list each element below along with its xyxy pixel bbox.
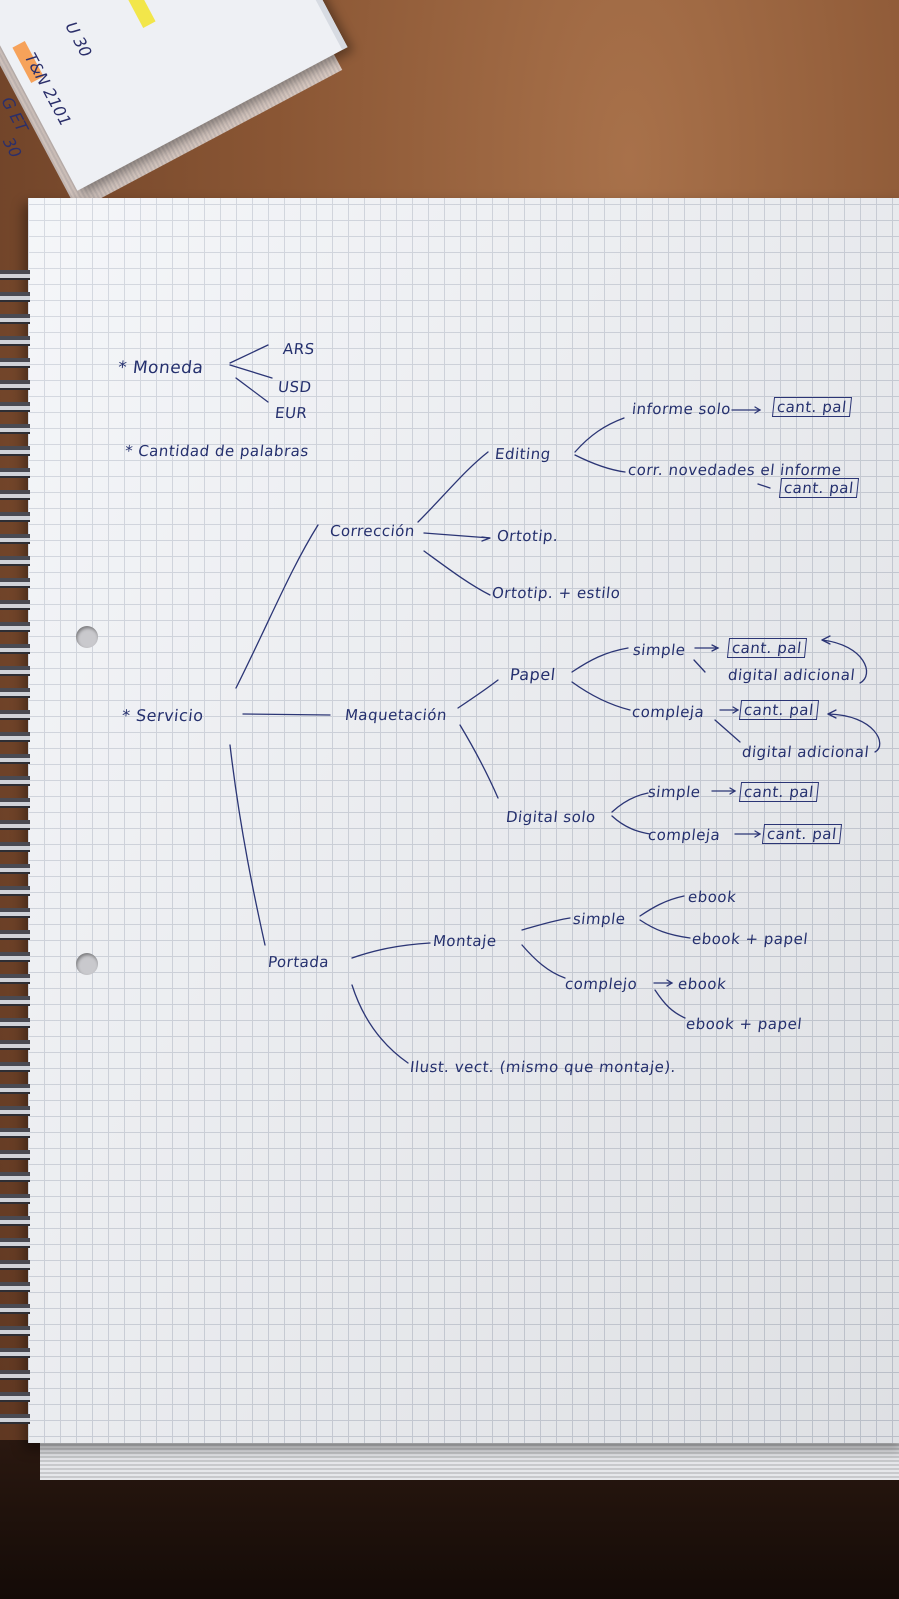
- ebook-papel-node: ebook + papel: [691, 930, 809, 948]
- cant-pal-box: cant. pal: [726, 638, 807, 658]
- portada-node: Portada: [267, 953, 331, 971]
- simple-node: simple: [572, 910, 627, 928]
- compleja-node: compleja: [647, 826, 722, 844]
- informe-solo-text: informe solo: [631, 400, 732, 418]
- moneda-option: ARS: [282, 340, 316, 358]
- simple-node: simple: [632, 641, 687, 659]
- complejo-node: complejo: [564, 975, 639, 993]
- digital-adicional-node: digital adicional: [727, 666, 857, 684]
- punch-hole: [76, 626, 98, 648]
- informe-solo-node: informe solo: [631, 400, 732, 418]
- moneda-label: * Moneda: [116, 358, 205, 378]
- grid-paper-page: [28, 198, 899, 1443]
- servicio-label: * Servicio: [121, 706, 205, 725]
- maquetacion-node: Maquetación: [344, 706, 449, 724]
- papel-node: Papel: [509, 665, 557, 684]
- cant-pal-box: cant. pal: [761, 824, 842, 844]
- ortotip-node: Ortotip.: [496, 527, 560, 545]
- ebook-papel-node: ebook + papel: [685, 1015, 803, 1033]
- cant-pal-box: cant. pal: [738, 782, 819, 802]
- compleja-node: compleja: [631, 703, 706, 721]
- ebook-node: ebook: [677, 975, 728, 993]
- cant-pal-box: cant. pal: [738, 700, 819, 720]
- punch-hole: [76, 953, 98, 975]
- editing-node: Editing: [494, 445, 552, 463]
- ebook-node: ebook: [687, 888, 738, 906]
- correccion-node: Corrección: [329, 522, 416, 540]
- moneda-option: USD: [277, 378, 313, 396]
- cant-pal-box: cant. pal: [771, 397, 852, 417]
- moneda-option: EUR: [274, 404, 309, 422]
- digital-solo-node: Digital solo: [505, 808, 597, 826]
- cantidad-label: * Cantidad de palabras: [124, 442, 310, 460]
- digital-adicional-node: digital adicional: [741, 743, 871, 761]
- ilust-node: Ilust. vect. (mismo que montaje).: [409, 1058, 677, 1076]
- ortotip-estilo-node: Ortotip. + estilo: [491, 584, 622, 602]
- cant-pal-box: cant. pal: [778, 478, 859, 498]
- corr-informe-node: corr. novedades el informe: [627, 461, 843, 479]
- simple-node: simple: [647, 783, 702, 801]
- spiral-binding: [0, 270, 30, 1430]
- montaje-node: Montaje: [432, 932, 498, 950]
